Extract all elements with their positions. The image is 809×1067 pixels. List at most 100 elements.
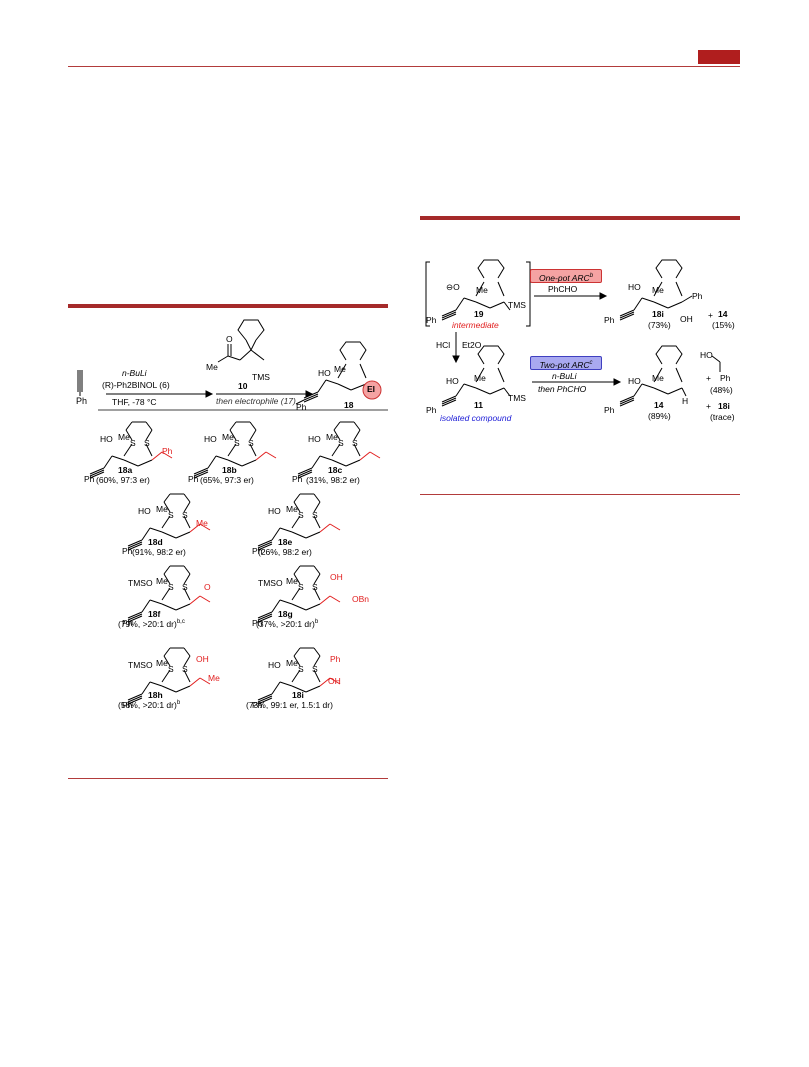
- p18i-yield: (73%): [648, 320, 671, 330]
- skeleton-18b: [193, 471, 209, 479]
- s11-ho: HO: [446, 376, 459, 386]
- product-18b-result: (65%, 97:3 er): [200, 475, 254, 485]
- sidechain-18a: [161, 451, 173, 459]
- p18i-ho: HO: [628, 282, 641, 292]
- skeleton-18a: [89, 471, 105, 479]
- plus-1: +: [708, 310, 713, 320]
- q14-ph: Ph: [604, 405, 615, 415]
- r-18i-ph: Ph: [330, 654, 341, 664]
- skeleton-18d: [161, 515, 171, 529]
- skeleton-18e: [313, 501, 321, 513]
- s11-me: Me: [474, 373, 486, 383]
- atom-ph-18b: Ph: [188, 474, 199, 484]
- skeleton-18a: [125, 429, 133, 441]
- q14-number: 14: [654, 400, 664, 410]
- r-18d-me: Me: [196, 518, 208, 528]
- atom-me-18a: Me: [118, 432, 130, 442]
- atom-ho-18f: TMSO: [128, 578, 153, 588]
- skeleton-18i: [291, 685, 307, 693]
- skeleton-18e: [293, 493, 301, 503]
- sidechain-18b: [255, 451, 267, 461]
- s19-ph: Ph: [426, 315, 437, 325]
- skeleton-18b: [249, 429, 257, 441]
- skeleton-18a: [145, 429, 153, 441]
- scheme2-bottom-rule: [420, 494, 740, 495]
- r-18g-obn: OBn: [352, 594, 370, 604]
- sidechain-18g: [329, 595, 341, 603]
- skeleton-18g: [293, 573, 301, 585]
- atom-s2-18a: S: [144, 438, 150, 448]
- atom-s1-18b: S: [234, 438, 240, 448]
- skeleton-18d: [161, 531, 177, 539]
- onepot-phcho: PhCHO: [548, 284, 578, 294]
- atom-ho-18b: HO: [204, 434, 217, 444]
- atom-ph-18g: Ph: [252, 618, 263, 628]
- skeleton-18a: [145, 421, 153, 431]
- atom-s1-18e: S: [298, 510, 304, 520]
- skeleton-18h: [183, 655, 191, 667]
- atom-s1-18c: S: [338, 438, 344, 448]
- skeleton-18g: [313, 573, 321, 585]
- product-18c-result: (31%, 98:2 er): [306, 475, 360, 485]
- skeleton-18a: [137, 459, 153, 467]
- skeleton-18a: [123, 459, 139, 467]
- p18i-me: Me: [652, 285, 664, 295]
- sidechain-18i: [329, 677, 341, 685]
- sidechain-18d: [189, 523, 201, 533]
- skeleton-18h: [127, 695, 143, 703]
- r-18g-oh: OH: [330, 572, 343, 582]
- product-number: 18: [344, 400, 354, 410]
- s11-ph: Ph: [426, 405, 437, 415]
- skeleton-18i: [293, 655, 301, 667]
- skeleton-18i: [291, 669, 301, 683]
- product-18d-result: (91%, 98:2 er): [132, 547, 186, 557]
- atom-s2-18e: S: [312, 510, 318, 520]
- skeleton-18c: [353, 429, 361, 441]
- sidechain-18h: [199, 677, 211, 685]
- atom-me-18g: Me: [286, 576, 298, 586]
- reagent-number: 10: [238, 381, 248, 391]
- s11-isolated: isolated compound: [440, 413, 512, 423]
- sidechain-18h: [189, 677, 201, 687]
- atom-s2-18i: S: [312, 664, 318, 674]
- skeleton-18e: [313, 493, 321, 503]
- skeleton-18c: [353, 421, 361, 431]
- skeleton-18c: [345, 459, 361, 467]
- atom-s1-18i: S: [298, 664, 304, 674]
- product-18d-id: 18d: [148, 537, 163, 547]
- skeleton-18b: [227, 459, 243, 467]
- atom-s2-18d: S: [182, 510, 188, 520]
- scheme1-bottom-rule: [68, 778, 388, 779]
- skeleton-18c: [331, 443, 341, 457]
- atom-s1-18f: S: [168, 582, 174, 592]
- skeleton-18b: [241, 459, 257, 467]
- skeleton-18i: [257, 695, 273, 703]
- sidechain-18f: [189, 595, 201, 605]
- atom-me-18h: Me: [156, 658, 168, 668]
- o-minus-label: ⊖O: [446, 282, 460, 292]
- twopot-badge: Two-pot ARCc: [530, 356, 602, 370]
- skeleton-18c: [331, 459, 347, 467]
- p18i-ph-right: Ph: [692, 291, 703, 301]
- atom-me-18i: Me: [286, 658, 298, 668]
- s19-tms: TMS: [508, 300, 526, 310]
- twopot-nbuli: n-BuLi: [552, 371, 577, 381]
- product-18h-id: 18h: [148, 690, 163, 700]
- skeleton-18d: [163, 493, 171, 503]
- skeleton-18i: [313, 669, 321, 683]
- skeleton-18c: [333, 429, 341, 441]
- skeleton-18e: [257, 539, 273, 547]
- p14-yield: (15%): [712, 320, 735, 330]
- atom-me-18d: Me: [156, 504, 168, 514]
- s11-tms: TMS: [508, 393, 526, 403]
- skeleton-18c: [353, 443, 361, 457]
- skeleton-18g: [257, 613, 273, 621]
- atom-s2-18c: S: [352, 438, 358, 448]
- skeleton-18h: [163, 655, 171, 667]
- scheme2-top-rule: [420, 216, 740, 220]
- skeleton-18b: [207, 455, 217, 469]
- skeleton-18d: [175, 531, 191, 539]
- atom-ph-18i: Ph: [252, 700, 263, 710]
- q14-me: Me: [652, 373, 664, 383]
- skeleton-18i: [313, 655, 321, 667]
